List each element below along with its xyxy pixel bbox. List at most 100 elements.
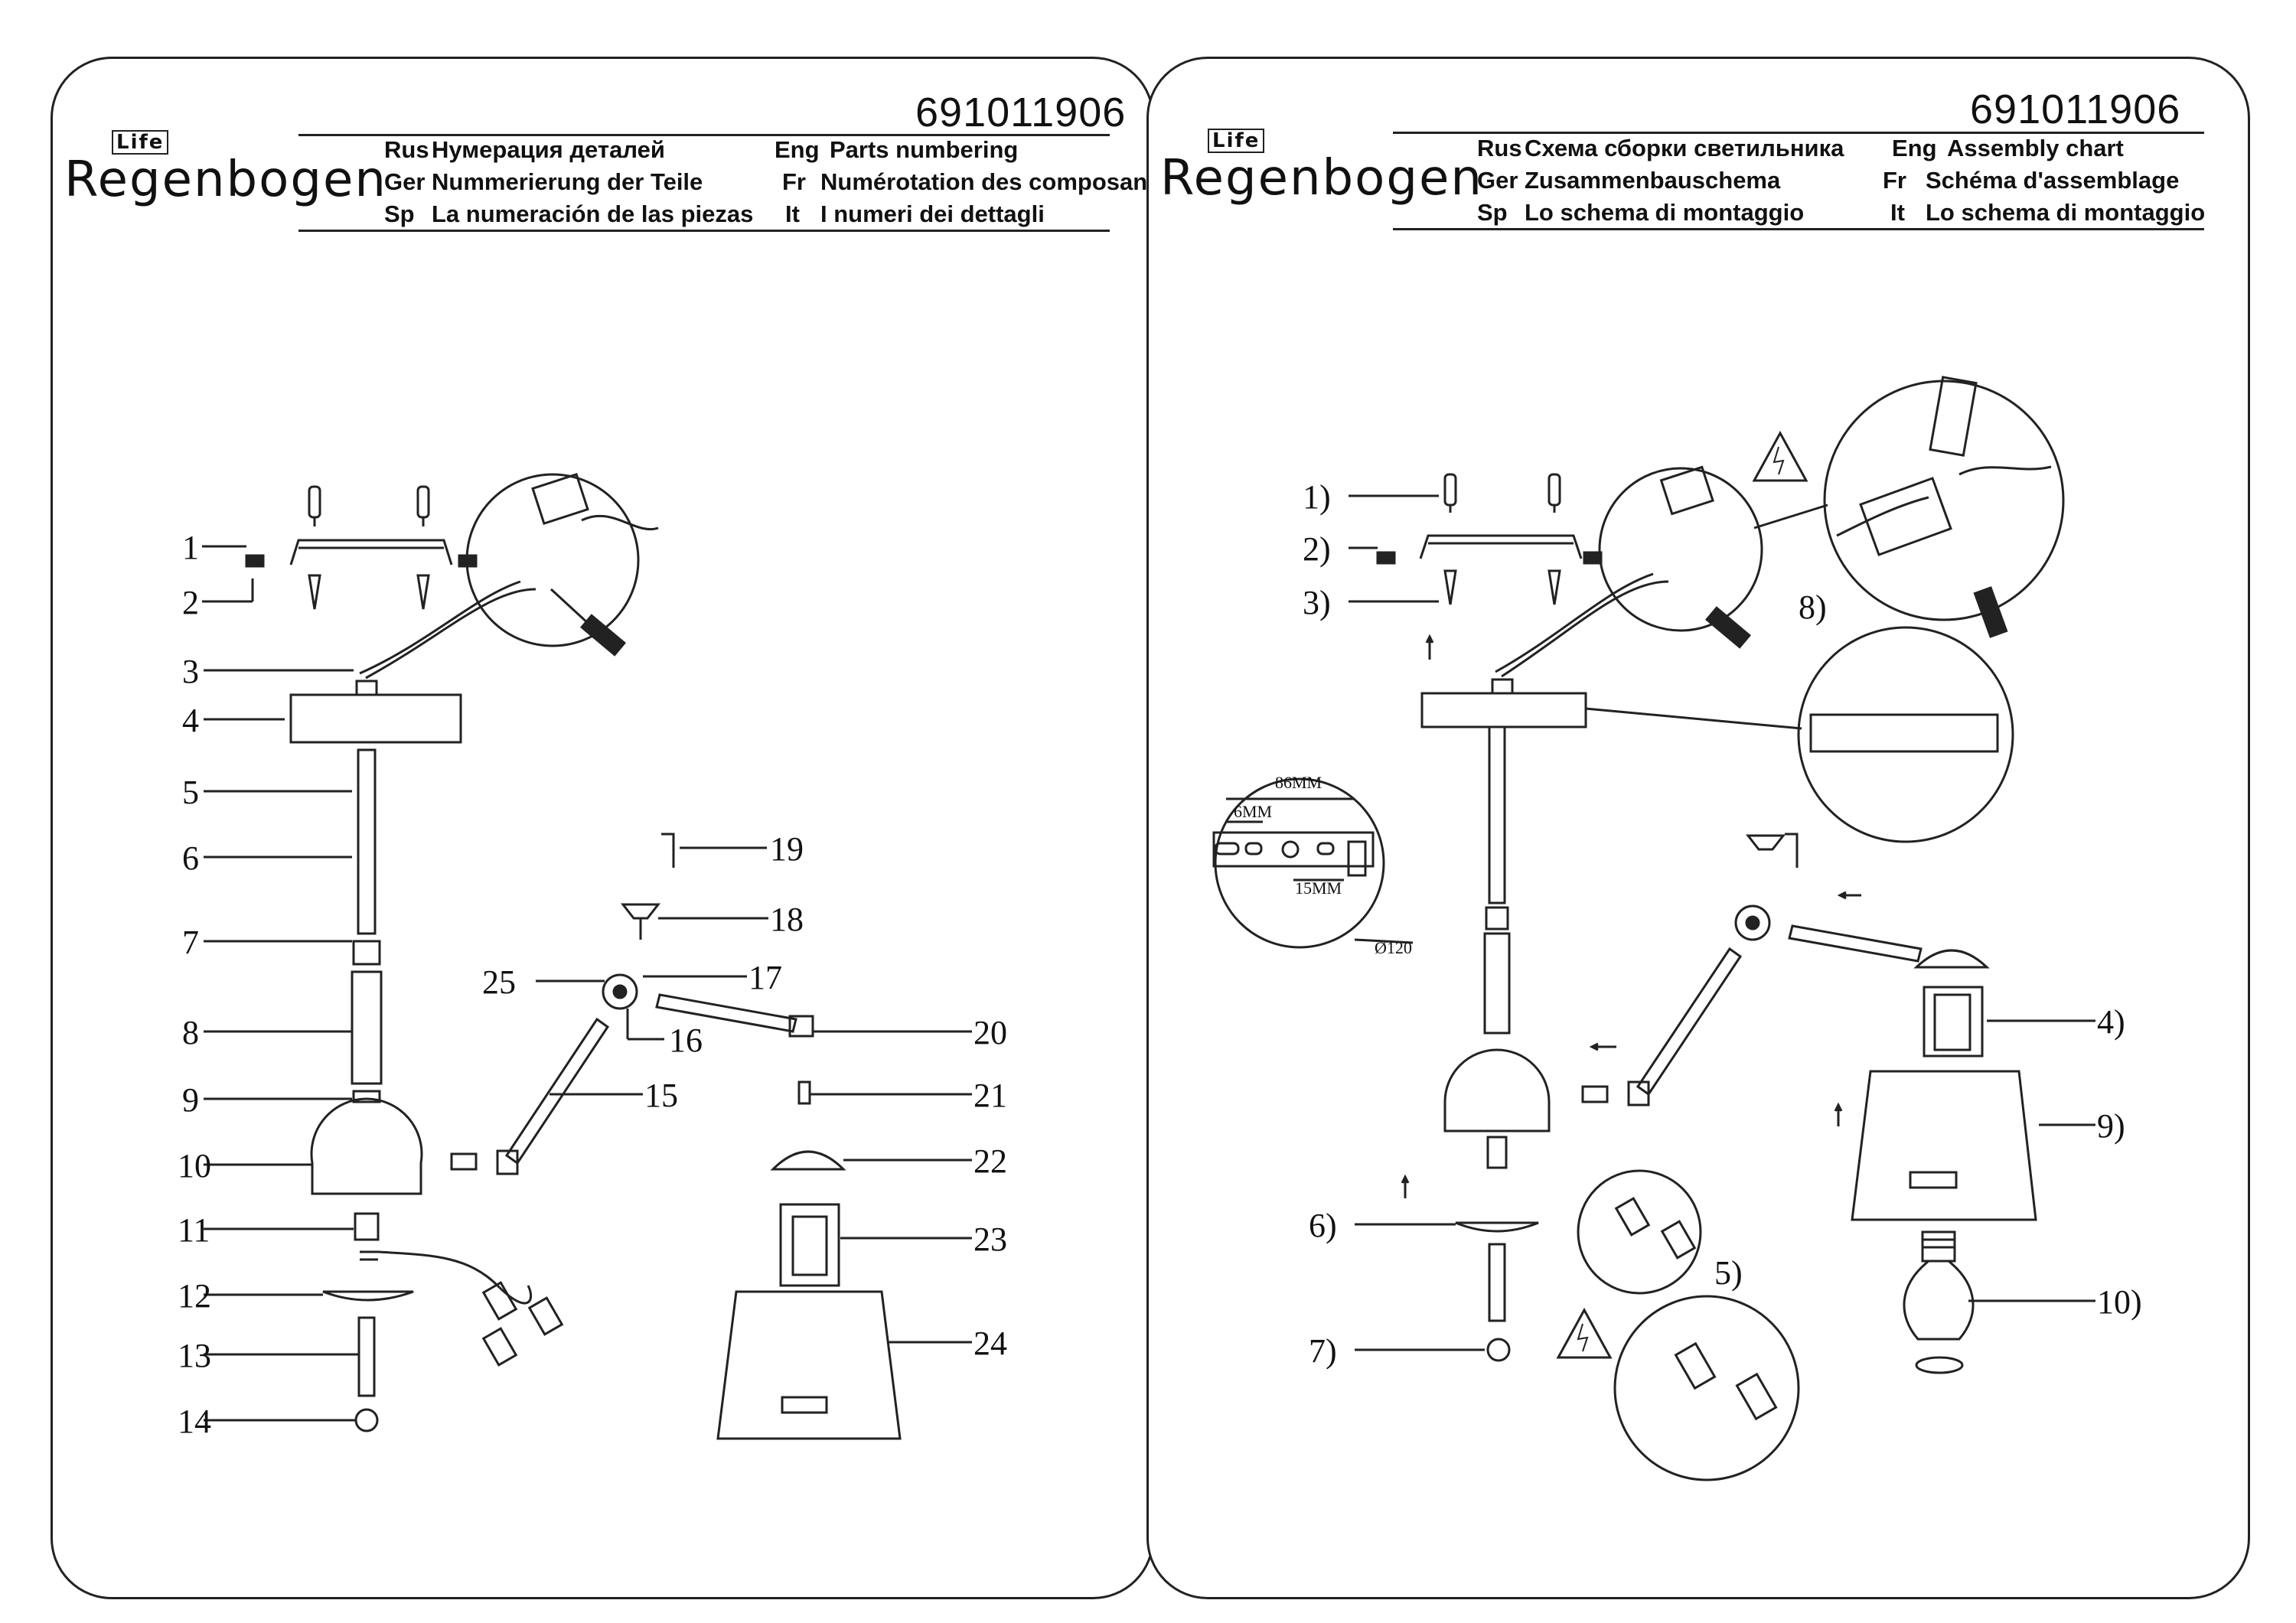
shade-top-icon bbox=[770, 1150, 846, 1171]
arm-horizontal-icon bbox=[655, 993, 797, 1033]
wall-plug-icon bbox=[416, 485, 430, 526]
finial-rod-icon bbox=[357, 1316, 376, 1397]
small-ring-icon bbox=[797, 1080, 811, 1105]
part-label: 14 bbox=[178, 1403, 211, 1440]
part-label: 24 bbox=[974, 1325, 1007, 1362]
arm-hook-icon bbox=[661, 833, 675, 868]
cup-icon bbox=[322, 1290, 414, 1302]
part-label: 21 bbox=[974, 1077, 1007, 1114]
part-label: 11 bbox=[178, 1211, 210, 1249]
canopy-icon bbox=[289, 693, 462, 744]
wire-icon bbox=[359, 514, 659, 680]
left-brand-name: Regenbogen bbox=[64, 152, 387, 208]
electric-warning-icon bbox=[1556, 1307, 1613, 1359]
screwdriver-shaft bbox=[550, 588, 591, 626]
part-label: 2 bbox=[182, 584, 199, 621]
socket-icon bbox=[354, 1212, 380, 1241]
step-label: 3) bbox=[1303, 584, 1331, 621]
sphere-icon bbox=[310, 1097, 423, 1195]
step-label: 2) bbox=[1303, 530, 1331, 568]
shade-top-icon bbox=[1913, 949, 1990, 969]
wiring-detail-circle bbox=[465, 473, 640, 647]
step-label: 5) bbox=[1714, 1254, 1743, 1292]
lamp-holder-icon bbox=[779, 1203, 840, 1287]
finial-icon bbox=[1486, 1338, 1511, 1362]
part-label: 6 bbox=[182, 839, 199, 877]
screw-icon bbox=[1376, 551, 1396, 565]
part-label: 16 bbox=[669, 1022, 703, 1059]
arm-diagonal-icon bbox=[504, 1017, 610, 1165]
screwdriver-icon bbox=[580, 614, 626, 657]
screw-icon bbox=[308, 574, 321, 610]
right-brand-life: Life bbox=[1208, 129, 1265, 153]
knob-icon bbox=[620, 903, 661, 920]
part-label: 18 bbox=[770, 901, 804, 938]
part-label: 20 bbox=[974, 1014, 1007, 1051]
screw-icon bbox=[1443, 569, 1457, 605]
dimension-label: Ø120 bbox=[1375, 938, 1412, 957]
joint-icon bbox=[602, 973, 638, 1010]
canopy-detail-circle bbox=[1797, 626, 2014, 843]
step-label: 6) bbox=[1309, 1207, 1337, 1244]
mounting-bracket-icon bbox=[289, 539, 453, 565]
part-label: 4 bbox=[182, 702, 199, 739]
screw-icon bbox=[416, 574, 430, 610]
step-label: 1) bbox=[1303, 478, 1331, 516]
terminal-block-icon bbox=[531, 473, 589, 525]
right-header-rule-bottom bbox=[1393, 228, 2204, 230]
right-brand-name: Regenbogen bbox=[1160, 150, 1483, 207]
step-label: 7) bbox=[1309, 1332, 1337, 1370]
bulb-icon bbox=[1903, 1260, 1975, 1341]
left-parts-diagram: 1 2 3 4 5 6 7 8 9 10 11 12 13 14 15 16 1… bbox=[178, 473, 1007, 1440]
cup-icon bbox=[1455, 1221, 1539, 1233]
part-label: 7 bbox=[182, 924, 199, 961]
right-page bbox=[1146, 57, 2250, 1599]
step-label: 10) bbox=[2097, 1283, 2142, 1321]
part-label: 23 bbox=[974, 1221, 1007, 1258]
part-label: 25 bbox=[482, 963, 516, 1001]
part-label: 13 bbox=[178, 1337, 211, 1374]
step-label: 8) bbox=[1799, 588, 1827, 626]
wiring-detail-large-circle bbox=[1823, 380, 2065, 621]
screwdriver-icon bbox=[1705, 606, 1751, 649]
bracket-detail-circle bbox=[1214, 777, 1385, 949]
right-assembly-diagram: 86MM 6MM 15MM Ø120 bbox=[1212, 376, 2142, 1481]
step-label: 9) bbox=[2097, 1107, 2125, 1145]
rod-tube-icon bbox=[351, 970, 383, 1085]
part-label: 5 bbox=[182, 774, 199, 811]
finial-rod-icon bbox=[1488, 1243, 1506, 1322]
lampshade-icon bbox=[1851, 1070, 2037, 1221]
wall-plug-icon bbox=[1443, 473, 1457, 513]
part-label: 12 bbox=[178, 1277, 211, 1315]
part-label: 22 bbox=[974, 1142, 1007, 1180]
part-label: 8 bbox=[182, 1014, 199, 1051]
socket-detail-large-circle bbox=[1613, 1295, 1800, 1481]
dimension-label: 6MM bbox=[1234, 802, 1272, 821]
left-brand-life: Life bbox=[112, 130, 169, 155]
wiring-detail-circle bbox=[1598, 467, 1763, 632]
wall-plug-icon bbox=[308, 485, 321, 526]
part-label: 1 bbox=[182, 529, 199, 566]
part-label: 19 bbox=[770, 830, 804, 868]
right-product-code: 691011906 bbox=[1970, 86, 2181, 132]
mounting-bracket-icon bbox=[1419, 534, 1583, 559]
canopy-icon bbox=[1420, 692, 1587, 728]
part-label: 17 bbox=[748, 959, 782, 996]
finial-icon bbox=[354, 1408, 379, 1432]
spacer-icon bbox=[450, 1152, 478, 1171]
joint-icon bbox=[1734, 904, 1771, 941]
part-label: 10 bbox=[178, 1147, 211, 1185]
part-label: 3 bbox=[182, 653, 199, 690]
